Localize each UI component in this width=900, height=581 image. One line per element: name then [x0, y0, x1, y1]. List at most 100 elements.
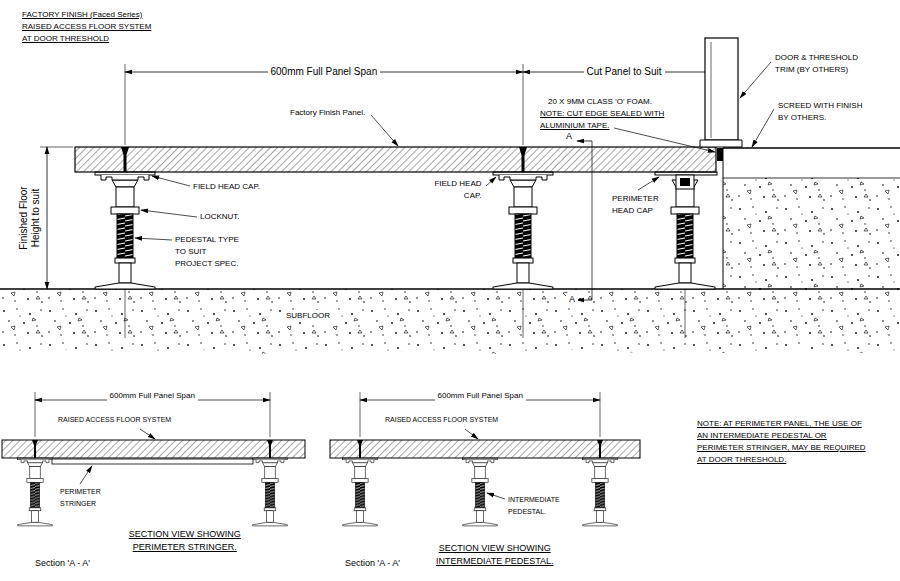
- label-text: 600mm Full Panel Span: [271, 66, 378, 77]
- leader-line: [638, 177, 659, 190]
- label-text: Factory Finish Panel.: [290, 108, 365, 117]
- extension-line: [360, 392, 361, 437]
- label-text: PERIMETER HEAD CAP: [612, 194, 659, 215]
- callout-label: PERIMETER HEAD CAP: [612, 193, 660, 217]
- label-text: 20 X 9MM CLASS 'O' FOAM.: [548, 97, 652, 106]
- panel-joint: [121, 147, 129, 172]
- leader-line: [614, 128, 715, 152]
- section-title: Section 'A - A': [345, 557, 400, 569]
- label-text: DOOR & THRESHOLD TRIM (BY OTHERS): [775, 53, 858, 74]
- pedestal: [343, 463, 378, 526]
- leader-line: [371, 115, 398, 146]
- perimeter-stringer: [52, 459, 253, 464]
- door-leaf-line: [711, 42, 712, 138]
- callout-label: 20 X 9MM CLASS 'O' FOAM.: [548, 96, 652, 108]
- extension-line: [125, 64, 126, 145]
- dimension-line: [47, 147, 48, 289]
- pedestal: [655, 180, 715, 289]
- dimension-label: 600mm Full Panel Span: [268, 66, 381, 78]
- screed-line: [723, 178, 900, 179]
- label-text: PEDESTAL TYPE TO SUIT PROJECT SPEC.: [175, 235, 239, 268]
- label-text: FIELD HEAD CAP.: [193, 182, 260, 191]
- panel-joint: [357, 440, 363, 458]
- subfloor-slab: [0, 289, 900, 354]
- drawing-title: FACTORY FINISH (Faced Series) RAISED ACC…: [22, 9, 153, 45]
- foam-strip: [717, 148, 723, 161]
- pedestal: [253, 463, 288, 526]
- leader-line: [152, 176, 190, 186]
- label-text: NOTE: CUT EDGE SEALED WITH ALUMINIUM TAP…: [540, 109, 664, 130]
- callout-label: PERIMETER STRINGER: [60, 486, 102, 510]
- centre-line: [523, 289, 524, 338]
- label-text: 600mm Full Panel Span: [438, 391, 523, 400]
- perimeter-head-cap: [676, 175, 694, 189]
- callout-label: RAISED ACCESS FLOOR SYSTEM: [385, 414, 498, 426]
- threshold-trim: [700, 140, 742, 147]
- callout-label: FIELD HEAD CAP.: [193, 181, 260, 193]
- callout-label: DOOR & THRESHOLD TRIM (BY OTHERS): [775, 52, 859, 76]
- pedestal: [95, 180, 155, 289]
- dimension-label: Cut Panel to Suit: [584, 66, 665, 78]
- panel-joint: [597, 440, 603, 458]
- callout-label: Factory Finish Panel.: [290, 107, 365, 119]
- section-marker: A: [566, 293, 578, 305]
- leader-line: [80, 466, 92, 484]
- leader-line: [752, 109, 774, 147]
- field-head-cap: [95, 172, 155, 180]
- extension-line: [600, 392, 601, 437]
- view-title: SECTION VIEW SHOWING PERIMETER STRINGER.: [128, 528, 242, 554]
- label-text: A: [566, 131, 572, 141]
- dimension-label: Finished Floor Height to suit: [18, 186, 42, 251]
- label-text: NOTE: AT PERIMETER PANEL, THE USE OF AN …: [697, 419, 866, 464]
- label-text: INTERMEDIATE PEDESTAL.: [508, 496, 560, 515]
- extension-line: [40, 147, 73, 148]
- label-text: Section 'A - A': [35, 558, 90, 568]
- callout-label: INTERMEDIATE PEDESTAL.: [508, 494, 561, 518]
- field-head-cap: [463, 458, 498, 463]
- label-text: RAISED ACCESS FLOOR SYSTEM: [58, 416, 171, 423]
- label-text: 600mm Full Panel Span: [110, 391, 195, 400]
- label-text: Cut Panel to Suit: [587, 66, 662, 77]
- note-text: NOTE: CUT EDGE SEALED WITH ALUMINIUM TAP…: [540, 108, 666, 132]
- callout-label: RAISED ACCESS FLOOR SYSTEM: [58, 414, 171, 426]
- field-head-cap: [253, 458, 288, 463]
- label-text: SECTION VIEW SHOWING PERIMETER STRINGER.: [129, 529, 241, 552]
- label-text: Finished Floor Height to suit: [18, 186, 41, 249]
- label-text: LOCKNUT.: [200, 212, 240, 221]
- extension-line: [523, 64, 524, 145]
- label-text: A: [569, 294, 575, 304]
- field-head-cap: [18, 458, 53, 463]
- callout-label: FIELD HEAD CAP.: [433, 178, 482, 202]
- label-text: FIELD HEAD CAP.: [434, 179, 481, 200]
- material-label: SUBFLOOR: [283, 310, 333, 322]
- section-arrow: [577, 300, 592, 301]
- door: [705, 38, 738, 140]
- label-text: Section 'A - A': [345, 558, 400, 568]
- label-text: SCREED WITH FINISH BY OTHERS.: [778, 101, 862, 122]
- leader-line: [487, 493, 505, 499]
- label-text: FACTORY FINISH (Faced Series) RAISED ACC…: [22, 10, 151, 43]
- floor-panel: [75, 147, 716, 172]
- pedestal: [493, 180, 553, 289]
- dimension-label: 600mm Full Panel Span: [435, 390, 526, 402]
- field-head-cap: [343, 458, 378, 463]
- section-marker: A: [566, 130, 572, 142]
- section-arrow: [577, 141, 592, 142]
- dimension-label: 600mm Full Panel Span: [107, 390, 198, 402]
- leader-line: [465, 429, 478, 439]
- screed: [723, 178, 900, 289]
- pedestal: [18, 463, 53, 526]
- screed-edge: [723, 148, 724, 289]
- extension-line: [270, 392, 271, 437]
- pedestal: [583, 463, 618, 526]
- intermediate-pedestal: [463, 463, 498, 526]
- centre-line: [685, 289, 686, 338]
- panel-joint: [267, 440, 273, 458]
- leader-line: [140, 429, 155, 439]
- screed-finish-line: [723, 147, 900, 149]
- note-text: NOTE: AT PERIMETER PANEL, THE USE OF AN …: [697, 418, 867, 466]
- callout-label: PEDESTAL TYPE TO SUIT PROJECT SPEC.: [175, 234, 240, 270]
- field-head-cap: [493, 172, 553, 180]
